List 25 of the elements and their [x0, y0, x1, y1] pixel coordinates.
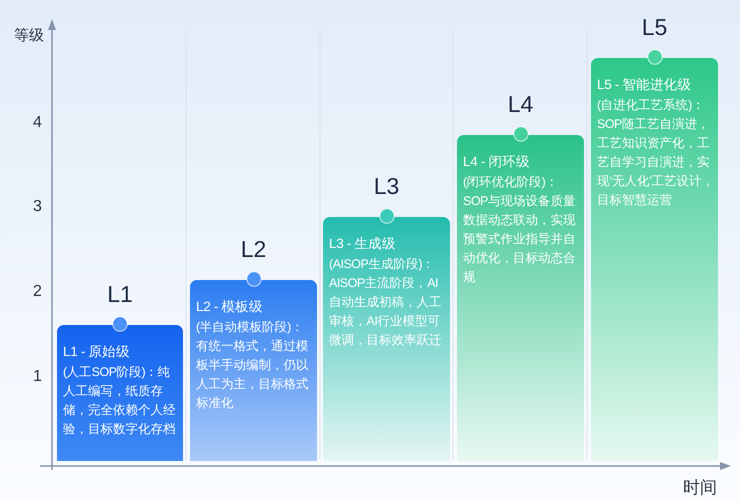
level-title: L4 - 闭环级 [463, 153, 530, 171]
level-label: L5 [642, 14, 668, 40]
level-description: SOP随工艺自演进，工艺知识资产化，工艺自学习自演进，实现‘无人化’工艺设计，目标智慧运营 [597, 116, 716, 209]
level-label: L2 [240, 236, 266, 262]
tick-label: 1 [33, 368, 42, 386]
level-label: L1 [107, 281, 133, 307]
level-title: L2 - 模板级 [196, 298, 263, 316]
axis-title: 等级 [14, 26, 44, 45]
stage-name: (AISOP生成阶段)： [329, 256, 435, 273]
level-title: L3 - 生成级 [329, 235, 396, 253]
stage-name: (闭环优化阶段)： [463, 174, 558, 191]
level-description: SOP与现场设备质量数据动态联动，实现预警式作业指导并自动优化，目标动态合规 [463, 193, 576, 286]
level-description: 有统一格式，通过模板半手动编制，仍以人工为主，目标格式标准化 [196, 338, 310, 412]
level-description: (人工SOP阶段)：纯人工编写，纸质存储，完全依赖个人经验，目标数字化存档 [63, 364, 176, 438]
level-title: L5 - 智能进化级 [597, 76, 692, 94]
level-description: AISOP主流阶段，AI自动生成初稿，人工审核，AI行业模型可微调，目标效率跃迁 [329, 275, 442, 349]
level-label: L4 [508, 91, 534, 117]
level-label: L3 [374, 173, 400, 199]
stage-name: (半自动模板阶段)： [196, 319, 304, 336]
tick-label: 4 [33, 114, 42, 132]
tick-label: 2 [33, 283, 42, 301]
stage-name: (自进化工艺系统)： [597, 97, 704, 114]
axis-title: 时间 [683, 477, 717, 499]
tick-label: 3 [33, 198, 42, 216]
level-title: L1 - 原始级 [63, 343, 130, 361]
